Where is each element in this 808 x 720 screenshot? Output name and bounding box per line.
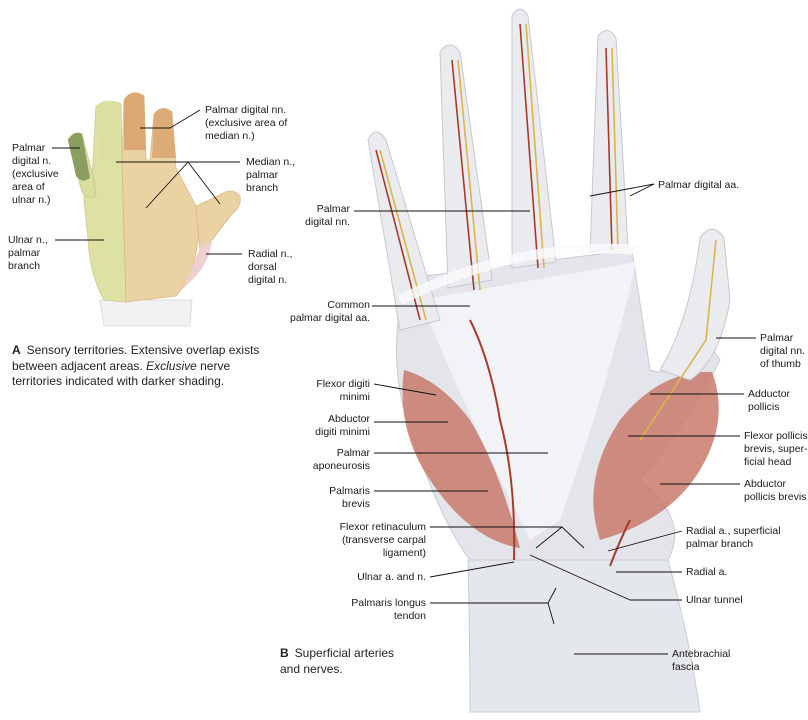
radial-region: [182, 240, 212, 290]
label-adductor-pollicis: Adductor pollicis: [748, 388, 791, 413]
label-ulnar-palmar-branch: Ulnar n., palmar branch: [8, 234, 48, 272]
label-median-palmar-branch: Median n., palmar branch: [246, 156, 296, 194]
label-antebrachial-fascia: Antebrachial fascia: [672, 648, 731, 673]
ring-finger-b: [439, 44, 493, 289]
label-ulnar-a-n: Ulnar a. and n.: [357, 571, 426, 583]
caption-b-text: Superficial arteries and nerves.: [280, 646, 395, 676]
label-radial-superficial-branch: Radial a., superficial palmar branch: [686, 525, 781, 550]
label-abductor-digiti-minimi: Abductor digiti minimi: [315, 413, 370, 438]
label-palmar-digital-ulnar: Palmar digital n. (exclusive area of uln…: [12, 142, 59, 206]
caption-a-emphasis: Exclusive: [146, 358, 197, 373]
label-palmar-digital-aa: Palmar digital aa.: [658, 179, 740, 191]
forearm: [467, 559, 701, 713]
thumb: [195, 190, 241, 251]
label-palmar-aponeurosis: Palmar aponeurosis: [312, 447, 370, 472]
panel-b-letter: B: [280, 646, 289, 660]
thenar-muscle: [593, 371, 719, 540]
label-common-palmar-digital: Common palmar digital aa.: [290, 299, 370, 324]
median-exclusive-index: [152, 108, 176, 158]
label-palmaris-brevis: Palmaris brevis: [329, 485, 370, 510]
caption-a-text-1: Sensory territories. Extensive overlap e…: [12, 343, 260, 373]
label-radial-a: Radial a.: [686, 566, 728, 578]
label-palmar-digital-thumb: Palmar digital nn. of thumb: [760, 332, 805, 370]
hypothenar-muscle: [402, 370, 520, 548]
label-flexor-pollicis-brevis: Flexor pollicis brevis, super- ficial he…: [744, 430, 808, 468]
label-palmar-digital-median: Palmar digital nn. (exclusive area of me…: [205, 104, 288, 142]
label-palmar-digital-nn: Palmar digital nn.: [305, 203, 350, 228]
label-ulnar-tunnel: Ulnar tunnel: [686, 594, 743, 606]
label-abductor-pollicis-brevis: Abductor pollicis brevis: [744, 478, 807, 503]
sleeve: [99, 299, 193, 327]
ring-finger: [96, 100, 122, 160]
median-exclusive-middle: [124, 92, 146, 150]
label-radial-dorsal: Radial n., dorsal digital n.: [248, 248, 293, 286]
thumb-b: [659, 228, 731, 381]
transverse-fibers: [397, 243, 641, 305]
label-flexor-digiti-minimi: Flexor digiti minimi: [316, 378, 370, 403]
ulnar-exclusive-area: [68, 132, 90, 181]
panel-a-letter: A: [12, 343, 21, 357]
palmar-aponeurosis: [420, 262, 636, 540]
label-palmaris-longus: Palmaris longus tendon: [351, 597, 426, 622]
label-flexor-retinaculum: Flexor retinaculum (transverse carpal li…: [339, 521, 426, 559]
caption-a-text-2: nerve territories indicated with darker …: [12, 358, 231, 389]
